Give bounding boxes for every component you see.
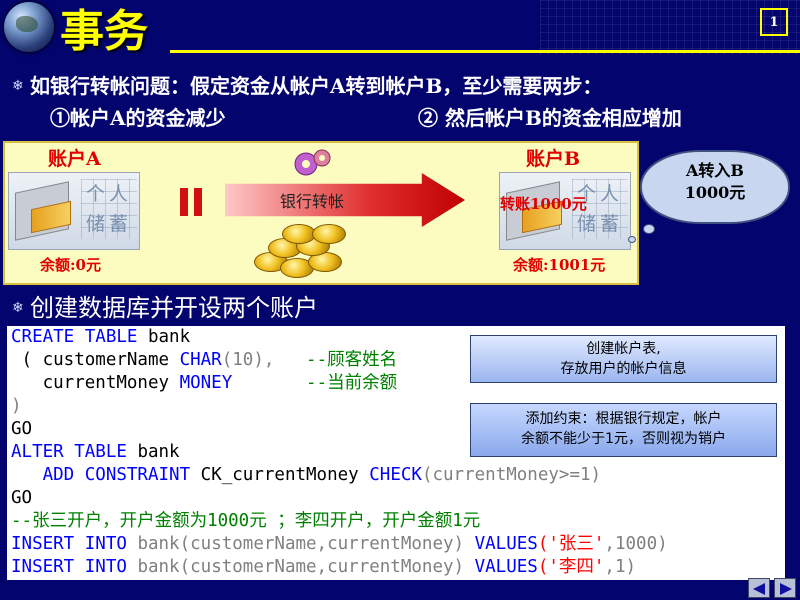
title-underline [170,50,800,53]
code-line: GO [11,419,33,439]
code-text: ,1000) [604,534,668,554]
bullet-snowflake-icon: ❄ [12,300,24,316]
callout-dot [643,224,655,234]
code-string: ('李四' [537,557,605,577]
globe-icon [4,2,54,52]
code-keyword: ADD CONSTRAINT [11,465,191,485]
code-text [232,373,306,393]
prev-slide-icon[interactable] [748,578,770,598]
callout-cloud [640,150,790,224]
code-line: currentMoney MONEY --当前余额 [11,372,781,395]
header-decoration [540,0,800,55]
code-keyword: MONEY [179,373,233,393]
code-text: ,1) [604,557,637,577]
callout-line1: A转入B [686,161,744,180]
balance-b: 余额:1001元 [513,256,606,274]
step-one: ①帐户A的资金减少 [50,106,226,130]
coins-icon [250,222,350,280]
account-a-card: 个人储蓄 [8,172,140,250]
card-tile-text: 个人储蓄 [572,179,628,239]
note-line: 创建帐户表, [586,341,661,357]
code-keyword: CHAR [179,350,222,370]
callout-text: A转入B 1000元 [640,160,790,204]
code-comment: --顾客姓名 [306,350,398,370]
code-text: currentMoney [11,373,180,393]
section-title: 创建数据库并开设两个账户 [30,294,318,322]
note-line: 添加约束：根据银行规定，帐户 [525,411,722,427]
code-text: bank(customerName,currentMoney) [126,534,475,554]
code-text: (currentMoney>=1) [421,465,602,485]
bullet-snowflake-icon: ❄ [12,78,24,94]
code-line: ( customerName CHAR(10), --顾客姓名 [11,349,781,372]
code-line: INSERT INTO bank(customerName,currentMon… [11,556,781,579]
code-line: INSERT INTO bank(customerName,currentMon… [11,533,781,556]
code-comment: --当前余额 [306,373,398,393]
code-keyword: INSERT INTO [11,557,127,577]
code-keyword: VALUES [474,557,538,577]
code-keyword: INSERT INTO [11,534,127,554]
code-line: ) [11,396,22,416]
code-line: GO [11,488,33,508]
code-text: bank(customerName,currentMoney) [126,557,475,577]
callout-dot [628,236,636,243]
next-slide-icon[interactable] [774,578,796,598]
code-keyword: VALUES [474,534,538,554]
code-line: ALTER TABLE bank [11,441,781,464]
step-two: ② 然后帐户B的资金相应增加 [418,106,682,130]
code-keyword: CREATE TABLE [11,327,138,347]
transfer-label: 银行转帐 [280,192,345,211]
balance-a: 余额:0元 [40,256,101,274]
gear-icon [294,149,331,176]
card-b-overlay: 转账1000元 [500,195,587,213]
callout-line2: 1000元 [684,183,746,202]
code-text: bank [126,442,180,462]
note-constraint: 添加约束：根据银行规定，帐户 余额不能少于1元，否则视为销户 [470,403,777,457]
slide-title: 事务 [60,6,148,57]
code-keyword: CHECK [369,465,422,485]
note-create-table: 创建帐户表, 存放用户的帐户信息 [470,335,777,383]
page-number: 1 [760,8,788,36]
code-line: ADD CONSTRAINT CK_currentMoney CHECK(cur… [11,464,781,487]
code-text: bank [137,327,191,347]
card-tile-text: 个人储蓄 [81,179,137,239]
account-b-card: 个人储蓄 [499,172,631,250]
note-line: 余额不能少于1元，否则视为销户 [521,431,726,447]
code-keyword: ALTER TABLE [11,442,127,462]
code-text: CK_currentMoney [190,465,370,485]
code-string: ('张三' [537,534,605,554]
intro-text: 如银行转帐问题：假定资金从帐户A转到帐户B，至少需要两步： [30,74,603,98]
note-line: 存放用户的帐户信息 [560,361,687,377]
code-text: (10), [221,350,307,370]
account-a-label: 账户A [48,148,101,170]
code-text: ( customerName [11,350,180,370]
account-b-label: 账户B [526,148,581,170]
stop-bars-icon [180,188,208,220]
code-line: CREATE TABLE bank [11,326,781,349]
code-comment: --张三开户，开户金额为1000元 ；李四开户，开户金额1元 [11,511,481,531]
